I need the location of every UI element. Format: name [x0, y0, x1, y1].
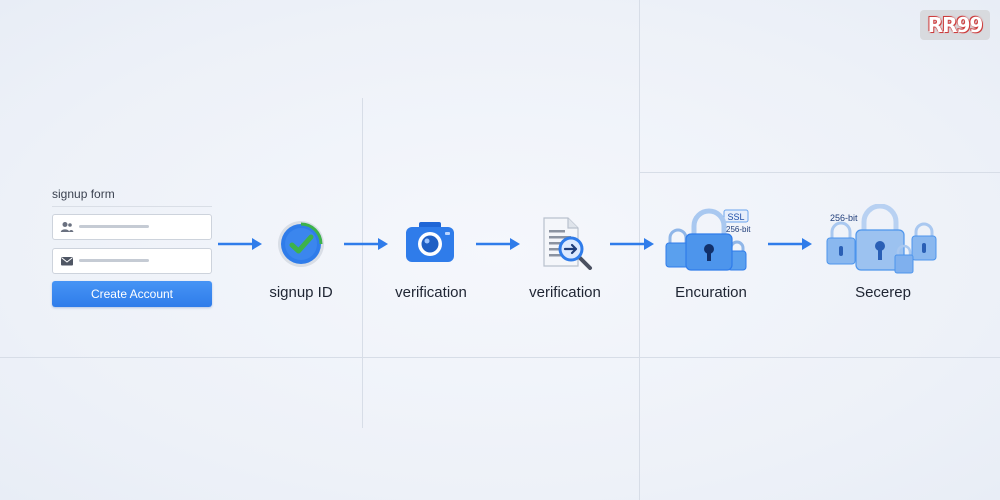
check-badge-icon [278, 221, 324, 267]
flow-arrow [476, 238, 520, 250]
gridline [639, 0, 640, 500]
document-search-icon [543, 217, 592, 270]
gridline [640, 172, 1000, 173]
user-icon [60, 222, 74, 232]
flow-arrow [218, 238, 262, 250]
flow-arrow [344, 238, 388, 250]
step-label-encuration: Encuration [675, 284, 747, 301]
tag-256-bit: 256-bit [726, 225, 751, 234]
name-input[interactable] [52, 214, 212, 240]
mail-icon [61, 257, 73, 266]
gridline [362, 98, 363, 428]
form-title: signup form [52, 187, 115, 201]
step-label-secerep: Secerep [855, 284, 911, 301]
padlock-cluster-icon [826, 204, 937, 274]
form-divider [52, 206, 212, 207]
camera-icon [406, 222, 454, 262]
email-input[interactable] [52, 248, 212, 274]
tag-ssl: SSL [727, 212, 745, 222]
padlocks-icon [665, 208, 749, 271]
step-label-verification: verification [395, 284, 467, 301]
flow-arrow [768, 238, 812, 250]
flow-arrow [610, 238, 654, 250]
step-label-signup-id: signup ID [269, 284, 333, 301]
input-placeholder-bar [79, 259, 149, 262]
tag-256-bit-2: 256-bit [830, 213, 858, 223]
input-placeholder-bar [79, 225, 149, 228]
create-account-button[interactable]: Create Account [52, 281, 212, 307]
step-label-verification-2: verification [529, 284, 601, 301]
gridline [0, 357, 1000, 358]
watermark-logo: RR99 [920, 10, 990, 40]
